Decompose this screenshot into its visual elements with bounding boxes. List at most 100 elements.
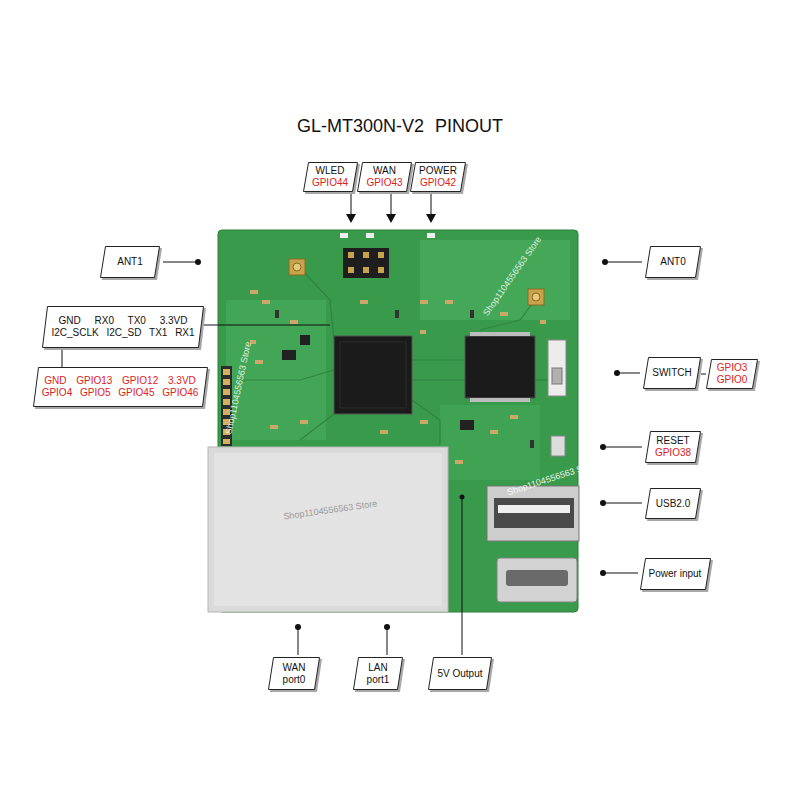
leader-dot <box>460 495 465 500</box>
callout-text: ANT1 <box>117 256 143 268</box>
leader-dot <box>602 259 608 265</box>
component <box>445 300 453 304</box>
trace <box>300 268 334 340</box>
watermark: Shop1104556563 Store <box>481 234 543 317</box>
leader-line <box>603 503 642 504</box>
callout-box: Power input <box>640 558 711 590</box>
arrowhead <box>426 214 436 223</box>
leader-dot <box>295 624 301 630</box>
box-border <box>429 658 492 690</box>
callout-box: WANport0 <box>268 657 320 690</box>
box-border <box>640 559 710 590</box>
callout-box: ANT0 <box>645 246 701 278</box>
leader-line <box>298 627 299 655</box>
callout-box: SWITCH <box>643 357 701 389</box>
callout-box: GPIO3GPIO0 <box>706 359 758 389</box>
callout-box: GND RX0 TX0 3.3VDI2C_SCLK I2C_SD TX1 RX1 <box>42 306 204 348</box>
leader-dots <box>195 259 620 630</box>
callout-text: GND RX0 TX0 3.3VD <box>59 315 188 327</box>
trace <box>300 414 334 440</box>
component <box>395 310 399 318</box>
trace <box>412 400 440 445</box>
connector <box>62 348 63 367</box>
box-border <box>43 307 204 348</box>
callout-text: WAN <box>283 662 306 674</box>
leader-line <box>391 192 392 215</box>
box-border <box>411 162 466 191</box>
box-border <box>644 358 701 389</box>
arrowhead <box>346 214 356 223</box>
switch-knob <box>552 368 562 384</box>
ethernet-jack <box>208 447 448 612</box>
soc-chip <box>334 336 412 414</box>
trace <box>535 379 548 380</box>
slide-switch <box>548 340 566 396</box>
leader-line <box>163 262 198 263</box>
box-border <box>33 368 207 407</box>
callout-text: WAN <box>373 165 396 177</box>
callout-text: GND GPIO13 GPIO12 3.3VD <box>44 375 196 387</box>
leader-line <box>603 447 642 448</box>
antenna-connector <box>289 259 305 275</box>
pin-header <box>343 248 389 278</box>
box-border <box>358 162 412 191</box>
trace <box>412 379 465 380</box>
leader-dot <box>600 570 606 576</box>
callout-box: POWERGPIO42 <box>410 162 466 192</box>
callout-box: LANport1 <box>353 657 403 690</box>
trace <box>412 359 465 360</box>
callout-text: GPIO0 <box>717 374 748 386</box>
callout-text: LAN <box>368 662 387 674</box>
callout-text: GPIO4 GPIO5 GPIO45 GPIO46 <box>42 387 199 399</box>
leader-line <box>387 627 388 655</box>
component <box>470 310 474 318</box>
callout-text: POWER <box>419 165 457 177</box>
antenna-connector <box>293 263 301 271</box>
micro-usb-opening <box>506 570 568 586</box>
copper-area <box>440 405 540 480</box>
watermark: Shop1104556563 Store <box>223 341 252 435</box>
chip-pins <box>470 332 530 402</box>
leader-dot <box>600 500 606 506</box>
leader-line <box>199 325 330 326</box>
callout-box: ANT1 <box>100 246 160 278</box>
diagram-title: GL-MT300N-V2 PINOUT <box>0 116 800 137</box>
trace <box>240 370 334 380</box>
callout-text: port0 <box>283 674 306 686</box>
micro-usb <box>497 558 577 602</box>
callout-box: USB2.0 <box>645 488 701 519</box>
callout-text: ANT0 <box>660 256 686 268</box>
callout-text: 5V Output <box>437 668 482 680</box>
component <box>420 420 428 424</box>
component <box>455 460 463 464</box>
callout-text: Power input <box>649 568 702 580</box>
pin <box>223 379 230 385</box>
watermark: Shop1104556563 Store <box>283 498 378 521</box>
pin <box>223 439 230 444</box>
component <box>490 430 498 434</box>
callout-text: GPIO42 <box>420 177 456 189</box>
pin <box>223 369 230 375</box>
component <box>300 420 308 424</box>
component <box>510 415 518 419</box>
usb-connector <box>487 486 579 541</box>
connector-line <box>701 374 706 375</box>
usb-opening <box>494 498 574 528</box>
components <box>250 290 546 464</box>
pin <box>378 267 384 273</box>
component <box>380 430 388 434</box>
leader-dot <box>195 259 201 265</box>
pin <box>378 252 384 258</box>
callout-box: RESETGPIO38 <box>645 431 701 463</box>
component <box>540 320 546 324</box>
arrowhead <box>386 214 396 223</box>
callout-box: WLEDGPIO44 <box>303 162 358 192</box>
component <box>420 330 426 334</box>
box-border <box>646 489 701 519</box>
led <box>366 233 374 238</box>
leader-lines <box>163 192 642 655</box>
callout-text: WLED <box>316 165 345 177</box>
component <box>255 360 263 364</box>
box-border <box>646 247 701 278</box>
callout-text: RESET <box>656 435 689 447</box>
